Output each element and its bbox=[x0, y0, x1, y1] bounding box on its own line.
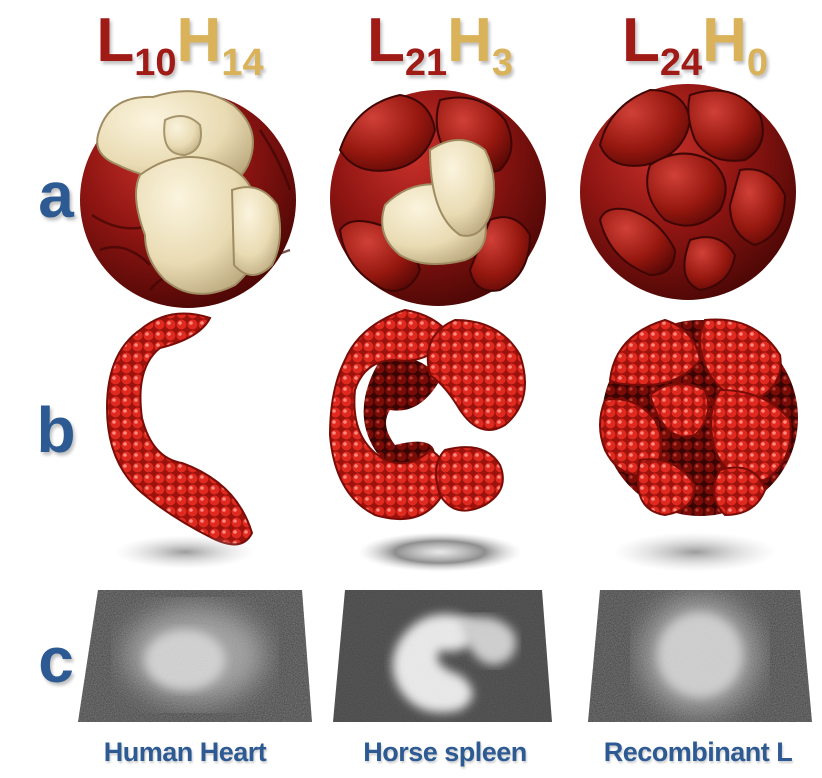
atom-model-horse-spleen bbox=[330, 310, 525, 519]
caption-horse-spleen: Horse spleen bbox=[330, 732, 560, 772]
shell-model-horse-spleen bbox=[330, 90, 546, 306]
shadow-human-heart bbox=[115, 535, 255, 569]
shadow-horse-spleen bbox=[358, 532, 522, 572]
atom-model-recombinant-l bbox=[600, 319, 798, 516]
projection-image-horse-spleen bbox=[330, 585, 560, 725]
shell-model-human-heart bbox=[80, 91, 296, 308]
shadow-recombinant-l bbox=[613, 532, 777, 572]
atom-model-human-heart bbox=[107, 314, 252, 545]
shell-model-recombinant-l bbox=[580, 84, 796, 300]
caption-human-heart: Human Heart bbox=[65, 732, 305, 772]
caption-recombinant-l: Recombinant L bbox=[583, 732, 813, 772]
projection-image-human-heart bbox=[70, 585, 320, 725]
projection-image-recombinant-l bbox=[585, 585, 815, 725]
